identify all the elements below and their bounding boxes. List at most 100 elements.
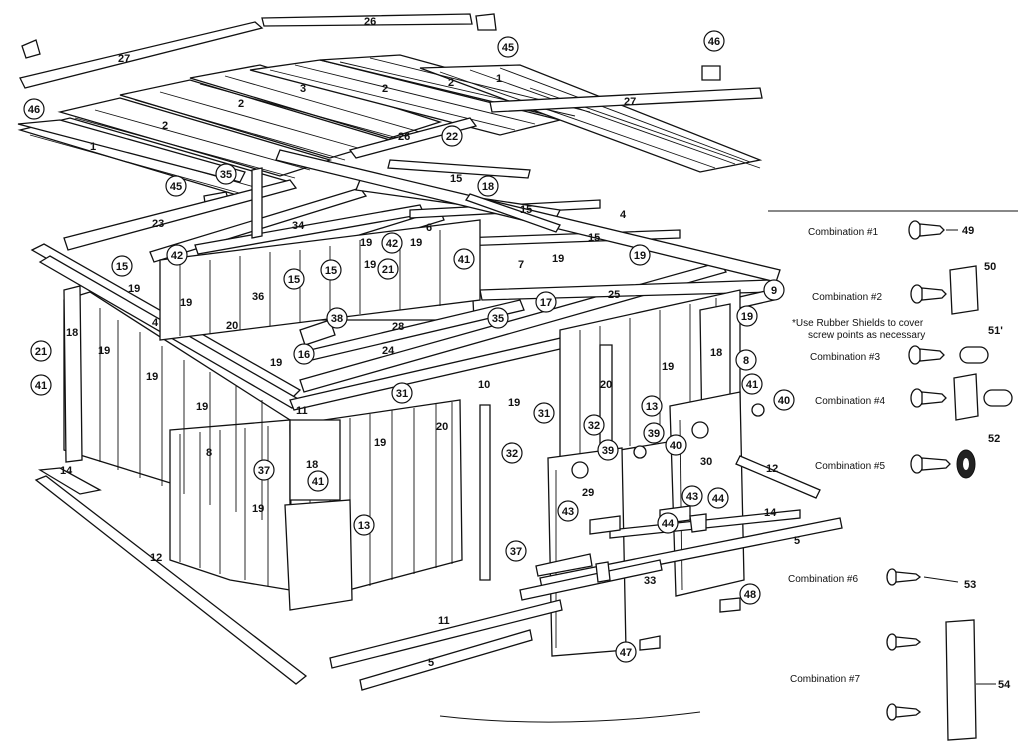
- screw-washer-icon: [910, 265, 979, 315]
- callout-number: 46: [708, 36, 720, 48]
- part-52: 52: [988, 433, 1000, 445]
- callout-40: 40: [665, 434, 687, 456]
- screw-icon: [908, 220, 945, 240]
- label-19-top2: 19: [360, 237, 372, 249]
- label-28: 28: [392, 321, 404, 333]
- callout-circle: [497, 36, 519, 58]
- callout-number: 13: [646, 401, 658, 413]
- callout-19: 19: [629, 244, 651, 266]
- callout-circle: [215, 163, 237, 185]
- label-18-right: 18: [710, 347, 722, 359]
- callout-circle: [326, 307, 348, 329]
- label-26-top: 26: [364, 16, 376, 28]
- callout-number: 43: [562, 506, 574, 518]
- label-19-k: 19: [374, 437, 386, 449]
- callout-number: 31: [538, 408, 550, 420]
- callout-48: 48: [739, 583, 761, 605]
- callout-31: 31: [533, 402, 555, 424]
- callout-circle: [665, 434, 687, 456]
- callout-15: 15: [111, 255, 133, 277]
- roof-panels: [17, 54, 763, 197]
- callout-circle: [477, 175, 499, 197]
- callout-number: 32: [506, 448, 518, 460]
- callout-number: 15: [116, 261, 128, 273]
- callout-number: 15: [325, 265, 337, 277]
- legend-note-2: screw points as necessary: [808, 330, 925, 341]
- combination-5-label: Combination #5: [815, 461, 885, 472]
- circled-labels: 4546464535221815424221411515199173538161…: [23, 30, 795, 663]
- combination-4-label: Combination #4: [815, 396, 885, 407]
- callout-43: 43: [557, 500, 579, 522]
- callout-39: 39: [597, 439, 619, 461]
- callout-number: 9: [771, 285, 777, 297]
- label-19-top: 19: [410, 237, 422, 249]
- callout-13: 13: [353, 514, 375, 536]
- callout-circle: [30, 340, 52, 362]
- callout-41: 41: [741, 373, 763, 395]
- combination-7-label: Combination #7: [790, 674, 860, 685]
- label-27-right: 27: [624, 96, 636, 108]
- label-29: 29: [582, 487, 594, 499]
- label-23: 23: [152, 218, 164, 230]
- label-11-upper: 11: [296, 405, 308, 417]
- label-15-b: 15: [520, 204, 532, 216]
- callout-8: 8: [735, 349, 757, 371]
- label-4-left: 4: [152, 317, 159, 329]
- callout-18: 18: [477, 175, 499, 197]
- callout-21: 21: [377, 258, 399, 280]
- label-2-a: 2: [382, 83, 388, 95]
- label-11-lower: 11: [438, 615, 450, 627]
- label-5-right: 5: [794, 535, 800, 547]
- callout-46: 46: [23, 98, 45, 120]
- label-15-c: 15: [588, 232, 600, 244]
- callout-circle: [283, 268, 305, 290]
- callout-number: 43: [686, 491, 698, 503]
- label-19-j: 19: [662, 361, 674, 373]
- callout-circle: [307, 470, 329, 492]
- screw-shield-icon: [908, 345, 989, 365]
- label-26-mid: 26: [398, 131, 410, 143]
- label-19-a: 19: [364, 259, 376, 271]
- callout-number: 40: [778, 395, 790, 407]
- label-24: 24: [382, 345, 395, 357]
- label-34: 34: [292, 220, 305, 232]
- callout-number: 16: [298, 349, 310, 361]
- callout-number: 18: [482, 181, 494, 193]
- callout-number: 48: [744, 589, 756, 601]
- callout-37: 37: [505, 540, 527, 562]
- screw-washer-shield-icon: [910, 373, 1013, 421]
- callout-number: 47: [620, 647, 632, 659]
- callout-circle: [505, 540, 527, 562]
- callout-circle: [535, 291, 557, 313]
- callout-46: 46: [703, 30, 725, 52]
- label-6: 6: [426, 222, 432, 234]
- callout-number: 39: [602, 445, 614, 457]
- callout-circle: [453, 248, 475, 270]
- callout-42: 42: [166, 244, 188, 266]
- hardware: [535, 403, 765, 651]
- label-19-i: 19: [508, 397, 520, 409]
- combination-2-label: Combination #2: [812, 292, 882, 303]
- label-20-b: 20: [600, 379, 612, 391]
- callout-circle: [501, 442, 523, 464]
- callout-19: 19: [736, 305, 758, 327]
- label-14-left: 14: [60, 465, 73, 477]
- callout-number: 45: [502, 42, 514, 54]
- callout-circle: [381, 232, 403, 254]
- callout-circle: [320, 259, 342, 281]
- callout-circle: [739, 583, 761, 605]
- part-labels: 26 27 27 1 1 2 2 2 2 3 26 23 34 6 4 4 15…: [60, 16, 800, 669]
- callout-circle: [681, 485, 703, 507]
- callout-15: 15: [320, 259, 342, 281]
- callout-number: 22: [446, 131, 458, 143]
- callout-38: 38: [326, 307, 348, 329]
- label-27-left: 27: [118, 53, 130, 65]
- callout-circle: [111, 255, 133, 277]
- callout-circle: [293, 343, 315, 365]
- callout-17: 17: [535, 291, 557, 313]
- label-30: 30: [700, 456, 712, 468]
- callout-15: 15: [283, 268, 305, 290]
- callout-number: 42: [171, 250, 183, 262]
- callout-circle: [166, 244, 188, 266]
